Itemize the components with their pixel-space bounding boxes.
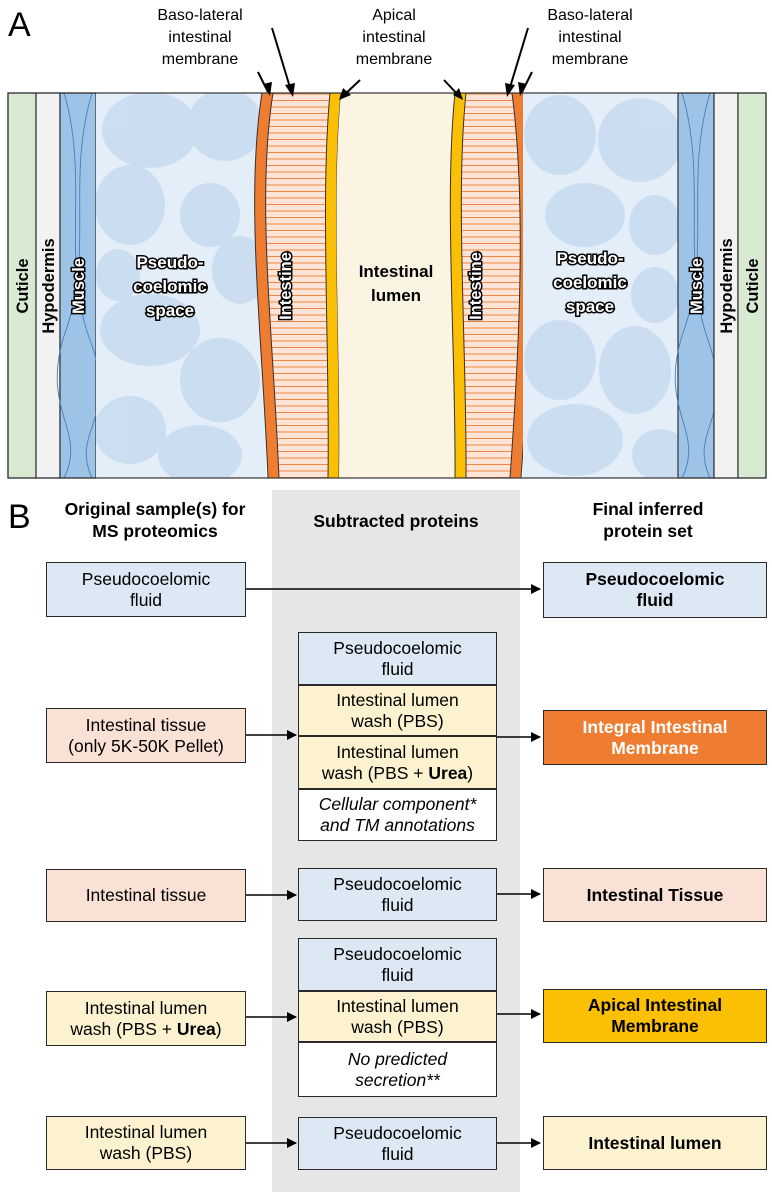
panel-b-letter: B bbox=[8, 498, 31, 536]
apical-label-3: membrane bbox=[356, 51, 433, 68]
arrow-head bbox=[453, 88, 463, 100]
pseudocoelom-left-label-3: space bbox=[146, 301, 194, 320]
header-subtracted-proteins: Subtracted proteins bbox=[313, 511, 479, 531]
cell-bubble bbox=[102, 93, 198, 168]
source-pseudocoelomic-fluid: Pseudocoelomic fluid bbox=[46, 562, 246, 617]
muscle-fiber-right-2 bbox=[674, 92, 711, 479]
close-paren: ) bbox=[467, 762, 474, 783]
source-lumen-wash-pbs: Intestinal lumen wash (PBS) bbox=[46, 1116, 246, 1170]
cross-section-frame bbox=[7, 92, 767, 479]
subtract-pseudocoelomic-fluid-row5: Pseudocoelomic fluid bbox=[298, 1117, 497, 1170]
subtract-pseudocoelomic-fluid-row3: Pseudocoelomic fluid bbox=[298, 868, 497, 921]
muscle-fiber-right bbox=[681, 92, 718, 479]
intestine-right bbox=[461, 93, 529, 478]
basolateral-right-label-1: Baso-lateral bbox=[547, 7, 632, 24]
cuticle-right-label: Cuticle bbox=[744, 258, 762, 313]
pseudocoelom-left-label-1: Pseudo- bbox=[136, 253, 203, 272]
arrow-head bbox=[505, 83, 515, 97]
pseudocoelom-right-label-2: coelomic bbox=[553, 273, 627, 292]
panel-a-letter: A bbox=[8, 6, 31, 44]
cell-bubble bbox=[631, 267, 679, 323]
cell-bubble bbox=[527, 404, 623, 476]
subtract-lumen-wash-pbs: Intestinal lumen wash (PBS) bbox=[298, 685, 497, 736]
cell-bubble bbox=[524, 95, 596, 175]
subtract-lumen-wash-urea-text: Intestinal lumen wash (PBS + bbox=[321, 741, 459, 783]
subtract-pseudocoelomic-fluid-row4: Pseudocoelomic fluid bbox=[298, 938, 497, 991]
cell-bubble bbox=[100, 294, 200, 366]
final-pseudocoelomic-fluid: Pseudocoelomic fluid bbox=[543, 562, 767, 618]
source-intestinal-tissue: Intestinal tissue bbox=[46, 869, 246, 922]
muscle-left-label: Muscle bbox=[70, 258, 88, 314]
header-original-samples: Original sample(s) for MS proteomics bbox=[64, 499, 246, 541]
subtract-lumen-wash-pbs-row4: Intestinal lumen wash (PBS) bbox=[298, 991, 497, 1042]
basolateral-left-label-1: Baso-lateral bbox=[157, 7, 242, 24]
cell-bubble bbox=[545, 183, 625, 247]
cuticle-left-label: Cuticle bbox=[14, 258, 32, 313]
arrow-head bbox=[518, 82, 527, 96]
subtract-no-predicted-secretion: No predicted secretion** bbox=[298, 1042, 497, 1097]
intestine-left-label: Intestine bbox=[277, 252, 295, 320]
cross-section-diagram: Cuticle Hypodermis Muscle Intestine Inte… bbox=[7, 7, 767, 479]
basolateral-right-label-2: intestinal bbox=[558, 29, 621, 46]
basolateral-right-label-3: membrane bbox=[552, 51, 629, 68]
muscle-fiber-left-2 bbox=[56, 92, 93, 479]
cell-bubble bbox=[96, 396, 166, 464]
source-intestinal-tissue-pellet: Intestinal tissue (only 5K-50K Pellet) bbox=[46, 708, 246, 763]
cell-bubble bbox=[599, 326, 671, 414]
muscle-right-label: Muscle bbox=[688, 258, 706, 314]
cell-bubble bbox=[96, 249, 140, 301]
cell-bubble bbox=[524, 320, 596, 400]
cell-bubble bbox=[96, 165, 165, 245]
source-close-paren: ) bbox=[215, 1018, 222, 1039]
basolateral-left-label-3: membrane bbox=[162, 51, 239, 68]
pseudocoelom-right-label-1: Pseudo- bbox=[556, 249, 623, 268]
pseudocoelom-left-label-2: coelomic bbox=[133, 277, 207, 296]
subtract-lumen-wash-pbs-urea: Intestinal lumen wash (PBS + Urea) bbox=[298, 736, 497, 789]
cell-bubble bbox=[212, 236, 266, 304]
lumen-label-2: lumen bbox=[371, 286, 421, 305]
cell-bubble bbox=[629, 195, 680, 255]
cell-bubble bbox=[180, 338, 260, 422]
hypodermis-right-label: Hypodermis bbox=[718, 238, 736, 333]
apical-label-1: Apical bbox=[372, 7, 416, 24]
cell-bubble bbox=[598, 98, 680, 182]
subtract-cellular-component-annotations: Cellular component* and TM annotations bbox=[298, 789, 497, 841]
header-final-inferred: Final inferred protein set bbox=[592, 499, 704, 541]
source-lumen-wash-urea-text: Intestinal lumen wash (PBS + bbox=[70, 997, 208, 1039]
subtract-pseudocoelomic-fluid: Pseudocoelomic fluid bbox=[298, 632, 497, 685]
arrow-head bbox=[339, 88, 351, 100]
arrow-head bbox=[263, 82, 272, 96]
pointer-arrow bbox=[271, 27, 293, 95]
cell-bubble bbox=[180, 183, 240, 247]
cell-bubble bbox=[158, 425, 242, 478]
apical-label-2: intestinal bbox=[362, 29, 425, 46]
lumen-label-1: Intestinal bbox=[359, 262, 434, 281]
urea-bold: Urea bbox=[428, 762, 468, 783]
pseudocoelom-right-label-3: space bbox=[566, 297, 614, 316]
final-integral-intestinal-membrane: Integral Intestinal Membrane bbox=[543, 710, 767, 765]
final-intestinal-lumen: Intestinal lumen bbox=[543, 1116, 767, 1170]
final-intestinal-tissue: Intestinal Tissue bbox=[543, 868, 767, 922]
muscle-fiber-left bbox=[63, 92, 101, 479]
arrow-head bbox=[285, 83, 295, 97]
source-urea-bold: Urea bbox=[176, 1018, 216, 1039]
basolateral-left-label-2: intestinal bbox=[168, 29, 231, 46]
intestinal-lumen bbox=[336, 93, 456, 478]
hypodermis-left-label: Hypodermis bbox=[40, 238, 58, 333]
cell-bubble bbox=[187, 93, 263, 161]
source-lumen-wash-pbs-urea: Intestinal lumen wash (PBS + Urea) bbox=[46, 991, 246, 1046]
pointer-arrow bbox=[507, 27, 529, 95]
final-apical-intestinal-membrane: Apical Intestinal Membrane bbox=[543, 989, 767, 1043]
cell-bubble bbox=[632, 429, 680, 478]
intestine-right-label: Intestine bbox=[467, 252, 485, 320]
